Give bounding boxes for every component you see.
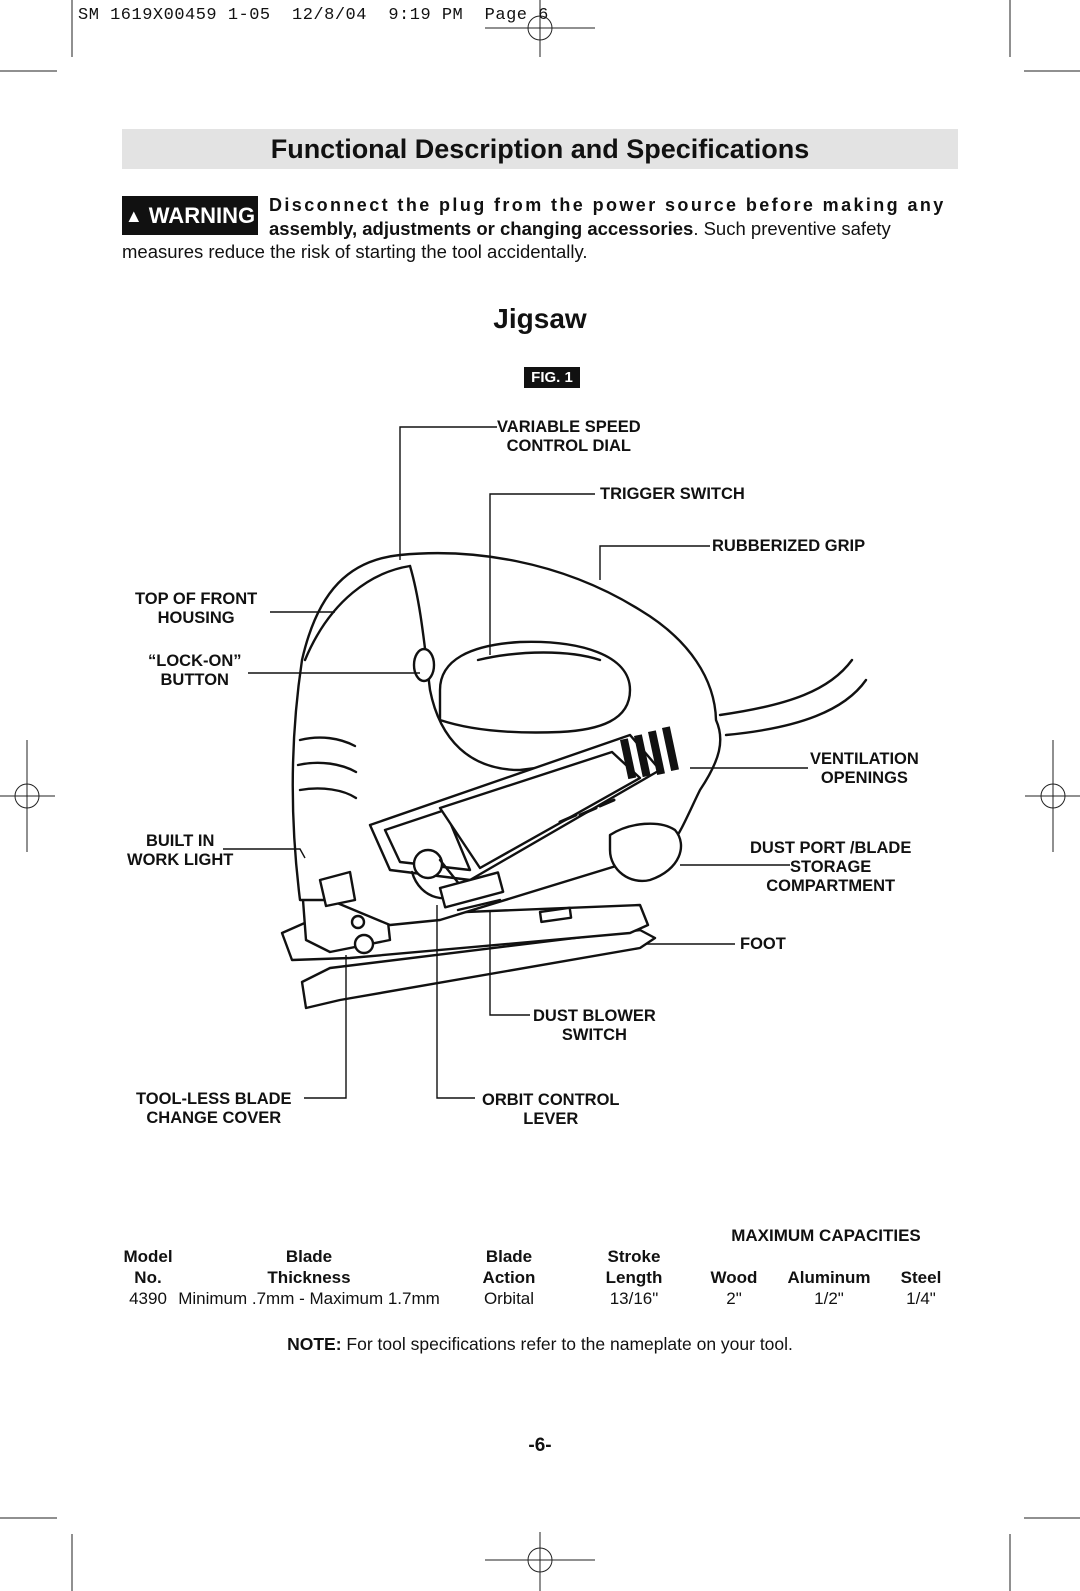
cell-steel: 1/4" (906, 1289, 936, 1308)
cell-stroke-length: 13/16" (609, 1289, 659, 1308)
specs-group-header-row: MAXIMUM CAPACITIES (122, 1225, 958, 1246)
jigsaw-illustration (280, 551, 868, 1010)
cell-aluminum: 1/2" (814, 1289, 844, 1308)
cell-blade-thickness: Minimum .7mm - Maximum 1.7mm (178, 1289, 440, 1308)
label-trigger-switch: TRIGGER SWITCH (600, 485, 745, 504)
label-variable-speed: VARIABLE SPEED CONTROL DIAL (497, 418, 641, 456)
cell-blade-action: Orbital (483, 1289, 535, 1308)
label-line: BUTTON (160, 671, 229, 689)
header-cell: Model (123, 1247, 173, 1266)
specs-table: MAXIMUM CAPACITIES Model Blade Blade Str… (122, 1225, 958, 1309)
warning-line-2-rest: . Such preventive safety (693, 218, 891, 239)
specs-header-row-1: Model Blade Blade Stroke (122, 1246, 958, 1267)
label-line: DUST PORT /BLADE (750, 839, 912, 857)
label-dust-blower: DUST BLOWER SWITCH (533, 1007, 656, 1045)
label-foot: FOOT (740, 935, 786, 954)
label-dust-port: DUST PORT /BLADE STORAGE COMPARTMENT (750, 839, 911, 896)
label-built-in-light: BUILT IN WORK LIGHT (127, 832, 233, 870)
cell-model: 4390 (129, 1289, 167, 1308)
header-cell: Length (605, 1268, 663, 1287)
label-line: WORK LIGHT (127, 851, 234, 869)
label-line: HOUSING (157, 609, 235, 627)
label-blade-cover: TOOL-LESS BLADE CHANGE COVER (136, 1090, 292, 1128)
header-cell (694, 1246, 774, 1267)
note-text: For tool specifications refer to the nam… (341, 1334, 793, 1354)
label-line: FOOT (740, 935, 786, 953)
label-line: SWITCH (561, 1026, 627, 1044)
header-cell: Aluminum (787, 1268, 871, 1287)
label-line: COMPARTMENT (766, 877, 896, 895)
diagram-title: Jigsaw (493, 303, 587, 334)
label-top-front-housing: TOP OF FRONT HOUSING (135, 590, 257, 628)
label-lock-on-button: “LOCK-ON” BUTTON (148, 652, 242, 690)
label-line: CONTROL DIAL (506, 437, 631, 455)
label-line: TRIGGER SWITCH (600, 485, 745, 503)
header-cell (884, 1246, 958, 1267)
header-cell: Steel (900, 1268, 942, 1287)
table-row: 4390 Minimum .7mm - Maximum 1.7mm Orbita… (122, 1288, 958, 1309)
label-rubberized-grip: RUBBERIZED GRIP (712, 537, 865, 556)
header-cell: Thickness (267, 1268, 351, 1287)
warning-triangle-icon: ▲ (124, 206, 143, 226)
page-number: -6- (528, 1435, 552, 1456)
header-cell: Stroke (607, 1247, 661, 1266)
leader-lines (223, 426, 808, 1099)
label-line: VENTILATION (810, 750, 919, 768)
printer-slug: SM 1619X00459 1-05 12/8/04 9:19 PM Page … (78, 6, 549, 25)
label-line: CHANGE COVER (146, 1109, 282, 1127)
label-line: TOOL-LESS BLADE (136, 1090, 292, 1108)
label-line: ORBIT CONTROL (482, 1091, 620, 1109)
note-label: NOTE: (287, 1334, 342, 1354)
spacer-cell (122, 1225, 694, 1246)
label-orbit-lever: ORBIT CONTROL LEVER (482, 1091, 620, 1129)
header-cell: Wood (710, 1268, 758, 1287)
header-cell: Blade (485, 1247, 533, 1266)
figure-label: FIG. 1 (524, 367, 580, 388)
label-line: DUST BLOWER (533, 1007, 656, 1025)
warning-line-1: Disconnect the plug from the power sourc… (269, 195, 946, 215)
label-line: OPENINGS (820, 769, 908, 787)
header-cell: Blade (285, 1247, 333, 1266)
label-line: “LOCK-ON” (148, 652, 242, 670)
label-line: TOP OF FRONT (135, 590, 258, 608)
header-cell: No. (134, 1268, 162, 1287)
label-line: STORAGE (790, 858, 872, 876)
warning-badge-text: WARNING (148, 203, 256, 228)
label-line: VARIABLE SPEED (497, 418, 641, 436)
warning-line-2: assembly, adjustments or changing access… (269, 218, 959, 240)
cell-wood: 2" (726, 1289, 742, 1308)
label-line: RUBBERIZED GRIP (712, 537, 866, 555)
specs-header-row-2: No. Thickness Action Length Wood Aluminu… (122, 1267, 958, 1288)
note: NOTE: For tool specifications refer to t… (0, 1334, 1080, 1355)
label-line: BUILT IN (145, 832, 215, 850)
max-capacities-header: MAXIMUM CAPACITIES (731, 1226, 921, 1245)
header-cell: Action (482, 1268, 536, 1287)
header-cell (774, 1246, 884, 1267)
section-title: Functional Description and Specification… (122, 129, 958, 169)
label-line: LEVER (523, 1110, 579, 1128)
warning-line-3: measures reduce the risk of starting the… (122, 241, 588, 262)
label-ventilation: VENTILATION OPENINGS (810, 750, 919, 788)
warning-line-2-bold: assembly, adjustments or changing access… (269, 218, 694, 239)
warning-badge: ▲WARNING (122, 196, 258, 235)
